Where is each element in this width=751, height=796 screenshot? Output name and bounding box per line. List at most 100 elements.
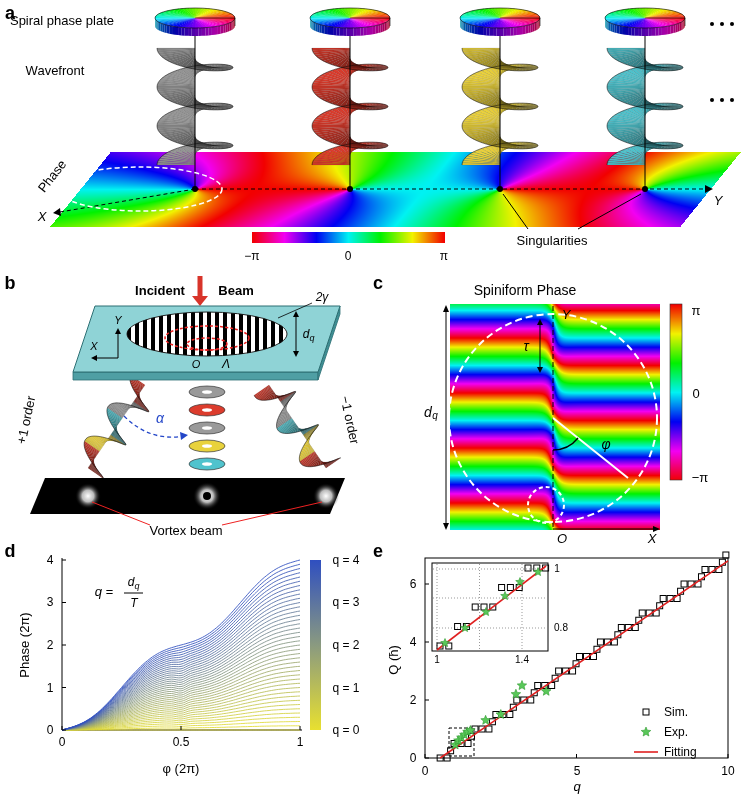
beam-spot: [193, 482, 221, 510]
grating-plate: [73, 306, 340, 372]
grating-line: [263, 310, 267, 360]
tick: [62, 602, 66, 603]
grating-line: [167, 310, 171, 360]
leader-line: [578, 194, 641, 229]
sim-square: [507, 585, 513, 591]
angle-label: φ: [601, 437, 610, 451]
grid-line: [433, 628, 547, 629]
tick-label: 10: [721, 765, 734, 777]
plate-axes: [195, 36, 645, 189]
beam-spot: [313, 483, 339, 509]
dimension-label: τ: [523, 339, 528, 353]
tick: [425, 758, 429, 759]
colorbar: [310, 560, 321, 730]
exp-star: [511, 689, 521, 698]
tick-label: 1: [297, 736, 304, 748]
dot: [730, 22, 734, 26]
phase-curve: [62, 560, 300, 730]
sim-square: [535, 683, 541, 689]
formula: d: [128, 576, 135, 588]
grating-line: [239, 310, 243, 360]
exp-star: [441, 639, 450, 647]
tick-label: 0: [59, 736, 66, 748]
beam-label: Beam: [218, 284, 253, 297]
disk-hole: [202, 390, 212, 394]
grating-line: [135, 310, 139, 360]
sim-square: [556, 668, 562, 674]
region-circle: [187, 338, 227, 350]
zero-order-disk: [189, 404, 225, 416]
disk-hole: [202, 444, 212, 448]
axis-line: [645, 36, 646, 189]
sim-square: [643, 709, 649, 715]
disk-hole: [202, 408, 212, 412]
colorbar-label: π: [440, 250, 448, 262]
grid-line: [433, 598, 547, 599]
legend-text: Fitting: [664, 746, 697, 758]
sim-square: [499, 585, 505, 591]
arrow-head: [192, 296, 208, 306]
dimension-line: [296, 316, 297, 352]
colorbar-label: 0: [345, 250, 352, 262]
grating-line: [215, 310, 219, 360]
phase-curve: [62, 564, 300, 730]
tick-label: 5: [574, 765, 581, 777]
x-axis-dashed: [60, 189, 195, 212]
dot: [710, 22, 714, 26]
callout-label: Singularities: [517, 234, 588, 247]
colorbar-label: π: [692, 304, 701, 317]
aperture-circle: [528, 487, 564, 523]
legend-text: Exp.: [664, 726, 688, 738]
part-name: Wavefront: [26, 64, 85, 77]
phase-curve: [62, 573, 300, 730]
exp-star: [496, 710, 506, 719]
arrow-head: [91, 355, 97, 361]
grating-line: [143, 310, 147, 360]
tick-label: 0: [410, 752, 417, 764]
colorbar-label: −π: [244, 250, 259, 262]
tick: [425, 700, 429, 701]
subscript: q: [134, 582, 139, 591]
dot: [730, 98, 734, 102]
grating-line: [271, 310, 275, 360]
inset-tick: 1: [434, 655, 440, 665]
grating-line: [231, 310, 235, 360]
sim-square: [681, 581, 687, 587]
colorbar-label: q = 2: [332, 639, 359, 651]
beam-label: Incident: [135, 284, 185, 297]
grating-line: [223, 310, 227, 360]
leader-line: [92, 502, 150, 525]
colorbar-label: q = 0: [332, 724, 359, 736]
sim-square: [455, 624, 461, 630]
tick: [62, 687, 66, 688]
tick: [425, 584, 429, 585]
axis-line: [350, 36, 351, 189]
panel-letter: e: [373, 542, 383, 560]
zero-order-disk: [189, 458, 225, 470]
sim-square: [465, 741, 471, 747]
grating-line: [247, 310, 251, 360]
exp-star: [516, 578, 525, 586]
legend-text: Sim.: [664, 706, 688, 718]
phase-curve: [62, 569, 300, 731]
arrow-head: [537, 367, 543, 373]
colorbar-label: −π: [692, 471, 709, 484]
tick-label: 3: [47, 596, 54, 608]
exp-star: [481, 715, 491, 724]
axis-label: X: [38, 210, 47, 223]
tick-label: 0: [422, 765, 429, 777]
sim-square: [723, 552, 729, 558]
exp-star: [641, 727, 651, 736]
dimension-line: [540, 324, 541, 368]
exp-star: [461, 624, 470, 632]
dimension-label: d: [424, 405, 432, 419]
grating-line: [183, 310, 187, 360]
axis-label: X: [648, 532, 657, 545]
tick-label: 6: [410, 578, 417, 590]
tick: [62, 726, 63, 730]
legend-line: [634, 751, 658, 753]
tick: [300, 726, 301, 730]
sim-square: [639, 610, 645, 616]
leader-line: [503, 194, 528, 229]
formula: q =: [95, 585, 113, 598]
